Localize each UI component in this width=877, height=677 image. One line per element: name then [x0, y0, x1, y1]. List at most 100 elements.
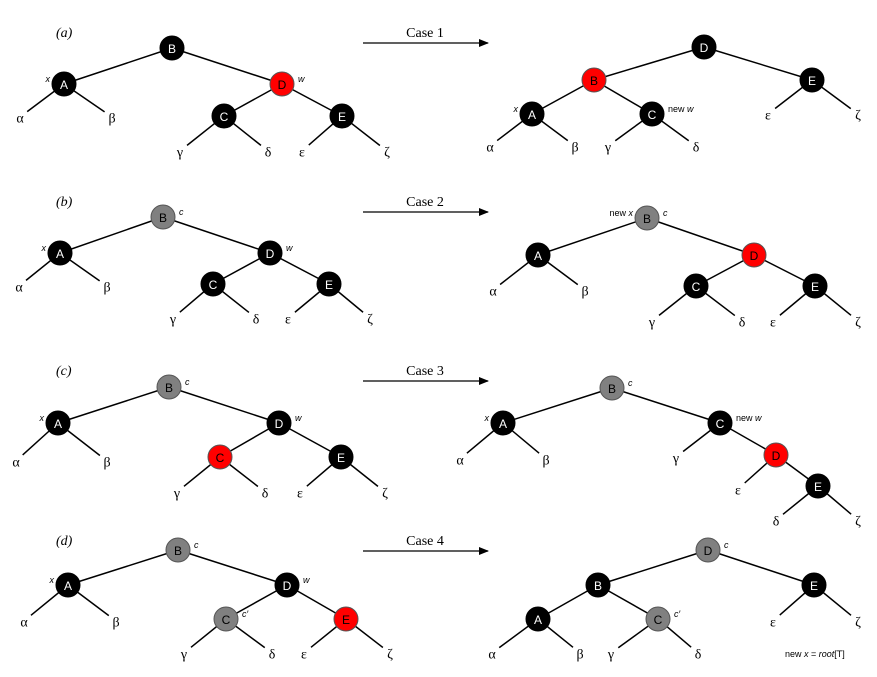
node-A-black [45, 410, 71, 436]
node-B-red [581, 67, 607, 93]
subtree-label: ζ [387, 648, 393, 663]
node-B-black [159, 35, 185, 61]
edge-B-A [537, 217, 648, 256]
node-label: A [499, 417, 507, 431]
node-tag: x [41, 243, 47, 253]
edge-B-A [59, 216, 164, 254]
case-1-label: Case 1 [406, 26, 444, 41]
subtree-label: δ [262, 487, 269, 502]
node-label: D [700, 41, 709, 55]
node-label: E [808, 74, 816, 88]
node-tag: w [295, 413, 302, 423]
node-tag: x [45, 74, 51, 84]
edge-B-D [646, 217, 755, 256]
subtree-label: ζ [382, 487, 388, 502]
node-B-gray [634, 205, 660, 231]
node-label: E [337, 451, 345, 465]
node-A-black [519, 101, 545, 127]
subtree-label: α [456, 454, 464, 469]
node-D-black [257, 240, 283, 266]
node-D-gray [695, 537, 721, 563]
panel-label-c: (c) [56, 364, 72, 379]
node-label: C [654, 613, 663, 627]
edge-D-E [703, 46, 813, 81]
edge-B-D [168, 386, 280, 424]
footnote-arg: [T] [834, 649, 845, 659]
node-tag: x [513, 104, 519, 114]
footnote-new-x-root: new x = root[T] [785, 649, 845, 659]
node-label: A [534, 249, 542, 263]
subtree-label: β [108, 112, 115, 127]
subtree-label: β [542, 454, 549, 469]
subtree-label: ε [770, 316, 776, 331]
node-tag: c [179, 207, 184, 217]
node-A-black [47, 240, 73, 266]
node-label: A [528, 108, 536, 122]
node-pretag: new x [609, 208, 633, 218]
node-E-black [316, 271, 342, 297]
node-label: A [64, 579, 72, 593]
subtree-label: β [571, 141, 578, 156]
subtree-label: γ [180, 648, 187, 663]
node-D-red [763, 442, 789, 468]
subtree-label: α [15, 281, 23, 296]
subtree-label: ζ [855, 316, 861, 331]
node-A-black [525, 606, 551, 632]
node-C-black [683, 273, 709, 299]
subtree-label: δ [253, 313, 260, 328]
node-tag: c [628, 378, 633, 388]
node-B-gray [165, 537, 191, 563]
subtree-label: β [103, 456, 110, 471]
node-label: E [338, 110, 346, 124]
subtree-label: α [489, 285, 497, 300]
node-C-gray [213, 606, 239, 632]
edge-B-A [502, 387, 613, 424]
node-label: A [534, 613, 542, 627]
node-D-red [269, 71, 295, 97]
node-C-red [207, 444, 233, 470]
node-label: B [608, 382, 616, 396]
panel-label-d: (d) [56, 534, 73, 549]
node-label: C [220, 110, 229, 124]
node-C-black [211, 103, 237, 129]
subtree-label: δ [269, 648, 276, 663]
node-label: E [814, 480, 822, 494]
subtree-label: δ [693, 141, 700, 156]
node-D-black [266, 410, 292, 436]
edge-B-A [63, 47, 173, 85]
node-label: C [716, 417, 725, 431]
edge-B-A [67, 549, 179, 586]
subtree-label: γ [173, 487, 180, 502]
node-E-black [328, 444, 354, 470]
node-label: D [278, 78, 287, 92]
node-A-black [525, 242, 551, 268]
subtree-label: ε [770, 616, 776, 631]
subtree-label: δ [695, 648, 702, 663]
subtree-label: δ [265, 146, 272, 161]
case-4-label: Case 4 [406, 534, 444, 549]
node-C-black [200, 271, 226, 297]
node-label: E [325, 278, 333, 292]
node-label: D [704, 544, 713, 558]
node-label: D [266, 247, 275, 261]
footnote-func: root [819, 649, 835, 659]
node-D-black [274, 572, 300, 598]
subtree-label: ζ [855, 515, 861, 530]
subtree-label: ε [299, 146, 305, 161]
subtree-label: ζ [384, 146, 390, 161]
node-label: C [222, 613, 231, 627]
edge-D-B [593, 46, 705, 81]
subtree-label: γ [176, 146, 183, 161]
footnote-var: x [803, 649, 809, 659]
subtree-label: β [576, 648, 583, 663]
edge-B-C [611, 387, 721, 424]
node-D-red [741, 242, 767, 268]
subtree-label: ε [765, 109, 771, 124]
node-C-black [639, 101, 665, 127]
